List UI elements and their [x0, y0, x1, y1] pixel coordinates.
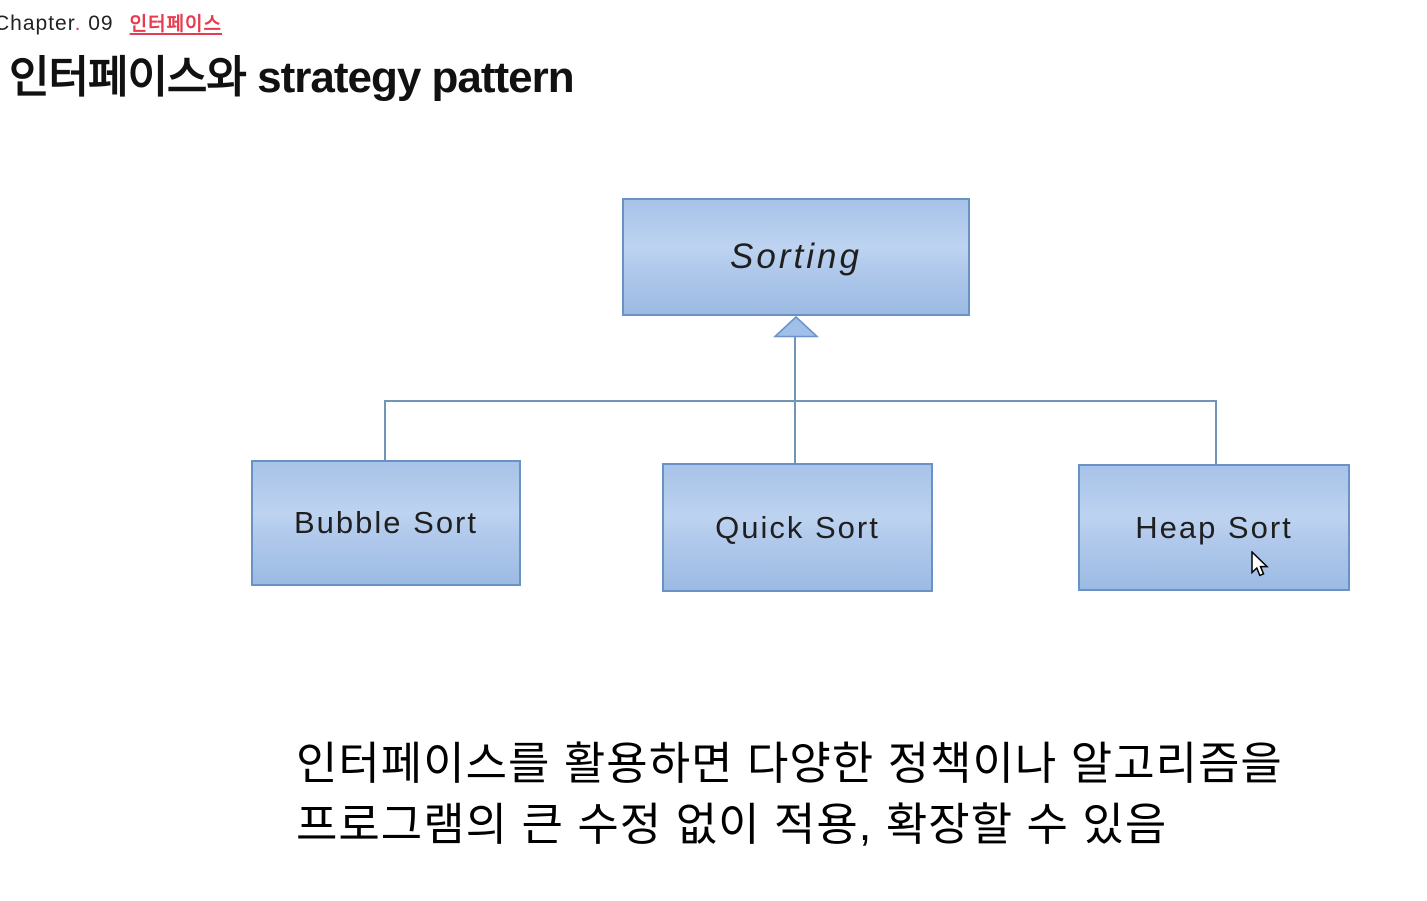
- connector-vertical-center: [794, 336, 796, 463]
- class-box-heap-sort: Heap Sort: [1078, 464, 1350, 591]
- inheritance-triangle-icon: [773, 315, 819, 338]
- class-box-sorting-label: Sorting: [730, 237, 862, 276]
- chapter-number: 09: [88, 12, 114, 35]
- chapter-word: Chapter: [0, 12, 75, 35]
- slide-note-line1: 인터페이스를 활용하면 다양한 정책이나 알고리즘을: [296, 738, 1283, 789]
- slide-note: 인터페이스를 활용하면 다양한 정책이나 알고리즘을 프로그램의 큰 수정 없이…: [296, 733, 1283, 855]
- slide-note-line2: 프로그램의 큰 수정 없이 적용, 확장할 수 있음: [296, 799, 1168, 850]
- chapter-label: Chapter. 09: [0, 12, 114, 36]
- chapter-tag: 인터페이스: [129, 14, 223, 35]
- page-title: 인터페이스와 strategy pattern: [9, 53, 575, 102]
- class-box-bubble-sort: Bubble Sort: [251, 460, 521, 586]
- mouse-cursor-icon: [1251, 551, 1269, 577]
- class-box-quick-sort: Quick Sort: [662, 463, 933, 592]
- class-box-heap-sort-label: Heap Sort: [1135, 509, 1293, 545]
- connector-vertical-right: [1215, 400, 1217, 465]
- chapter-dot: .: [74, 12, 82, 35]
- chapter-row: Chapter. 09 인터페이스: [0, 9, 222, 36]
- class-box-quick-sort-label: Quick Sort: [715, 509, 880, 545]
- class-box-sorting: Sorting: [622, 198, 970, 316]
- connector-horizontal: [385, 400, 1217, 402]
- connector-vertical-left: [384, 400, 386, 461]
- class-box-bubble-sort-label: Bubble Sort: [294, 505, 478, 540]
